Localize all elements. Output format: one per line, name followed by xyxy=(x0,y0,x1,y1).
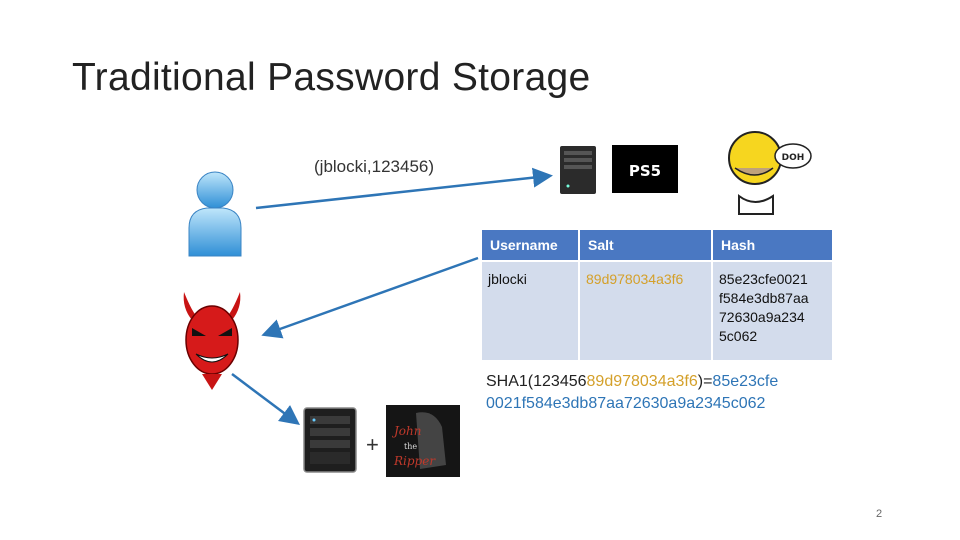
cell-username: jblocki xyxy=(482,262,578,360)
arrow-user-to-server xyxy=(255,167,553,210)
cell-hash: 85e23cfe0021 f584e3db87aa 72630a9a234 5c… xyxy=(713,262,832,360)
table-row: jblocki 89d978034a3f6 85e23cfe0021 f584e… xyxy=(482,262,832,360)
logo-text-the: the xyxy=(404,442,417,451)
hash-line: 5c062 xyxy=(719,328,758,344)
page-number: 2 xyxy=(876,508,883,520)
formula-salt: 89d978034a3f6 xyxy=(586,373,698,390)
user-icon xyxy=(188,171,242,257)
hash-formula: SHA1(12345689d978034a3f6)=85e23cfe 0021f… xyxy=(486,371,846,415)
hash-line: 85e23cfe0021 xyxy=(719,271,808,287)
plus-sign: + xyxy=(366,432,379,457)
logo-text-ripper: Ripper xyxy=(393,454,436,468)
hash-line: f584e3db87aa xyxy=(719,290,809,306)
formula-hash-part-2: 0021f584e3db87aa72630a9a2345c062 xyxy=(486,395,766,412)
formula-line-1: SHA1(12345689d978034a3f6)=85e23cfe xyxy=(486,371,846,393)
slide-title: Traditional Password Storage xyxy=(72,56,591,99)
homer-bubble-text: DOH xyxy=(782,153,805,163)
server-rack-icon xyxy=(303,407,357,473)
table-header-row: Username Salt Hash xyxy=(482,230,832,260)
logo-text-john: John xyxy=(391,424,422,438)
ps5-logo-text: PS5 xyxy=(629,162,661,180)
formula-mid: )= xyxy=(697,373,713,390)
hash-line: 72630a9a234 xyxy=(719,309,805,325)
formula-hash-part-1: 85e23cfe xyxy=(712,373,779,390)
header-username: Username xyxy=(482,230,578,260)
formula-prefix: SHA1(123456 xyxy=(486,373,587,390)
devil-icon xyxy=(183,292,241,390)
cell-salt: 89d978034a3f6 xyxy=(580,262,711,360)
ps5-logo: PS5 xyxy=(612,145,678,193)
arrow-table-to-attacker xyxy=(261,256,479,339)
arrow-attacker-to-cracker xyxy=(231,373,300,425)
header-hash: Hash xyxy=(713,230,832,260)
homer-icon: DOH xyxy=(728,131,812,215)
password-table: Username Salt Hash jblocki 89d978034a3f6… xyxy=(480,228,834,362)
server-icon xyxy=(560,146,596,194)
john-the-ripper-logo: John the Ripper xyxy=(386,405,460,477)
header-salt: Salt xyxy=(580,230,711,260)
credentials-label: (jblocki,123456) xyxy=(314,157,435,176)
